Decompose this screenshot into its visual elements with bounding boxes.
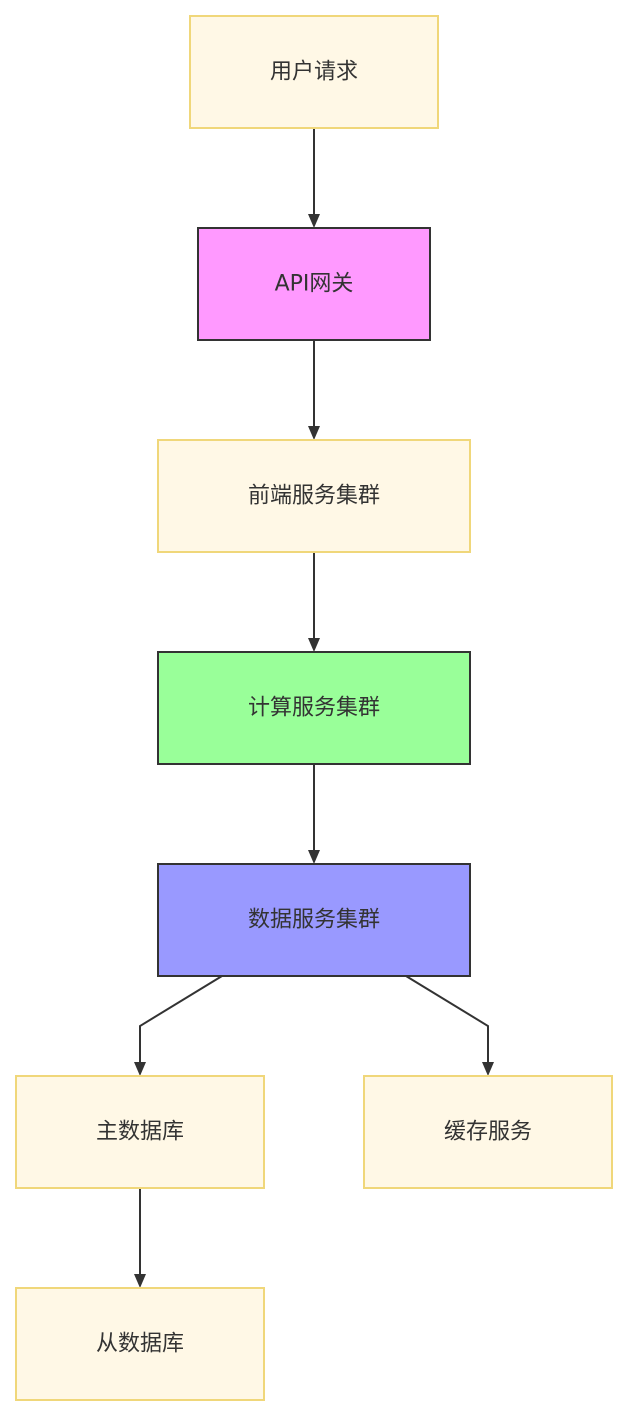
arrowhead-icon <box>308 214 320 228</box>
arrowhead-icon <box>482 1062 494 1076</box>
node-compute-cluster: 计算服务集群 <box>157 651 471 765</box>
node-box <box>363 1075 613 1189</box>
node-frontend-cluster: 前端服务集群 <box>157 439 471 553</box>
edge-user-request-to-api-gateway <box>308 128 320 228</box>
node-label: 主数据库 <box>96 1120 184 1145</box>
node-label: API网关 <box>275 272 354 297</box>
node-label: 缓存服务 <box>444 1120 532 1145</box>
edge-data-cluster-to-cache-service <box>405 975 494 1076</box>
node-replica-db: 从数据库 <box>15 1287 265 1401</box>
edge-frontend-cluster-to-compute-cluster <box>308 552 320 652</box>
edge-line <box>405 975 489 1062</box>
arrowhead-icon <box>134 1062 146 1076</box>
edge-api-gateway-to-frontend-cluster <box>308 340 320 440</box>
node-label: 计算服务集群 <box>248 696 380 721</box>
node-label: 数据服务集群 <box>248 908 380 933</box>
node-user-request: 用户请求 <box>189 15 439 129</box>
node-label: 从数据库 <box>96 1332 184 1357</box>
node-label: 用户请求 <box>270 60 358 85</box>
node-box <box>189 15 439 129</box>
node-api-gateway: API网关 <box>197 227 431 341</box>
node-box <box>157 651 471 765</box>
node-box <box>197 227 431 341</box>
node-box <box>15 1287 265 1401</box>
node-box <box>157 863 471 977</box>
edge-primary-db-to-replica-db <box>134 1188 146 1288</box>
arrowhead-icon <box>308 426 320 440</box>
edges-layer <box>134 128 494 1288</box>
arrowhead-icon <box>134 1274 146 1288</box>
node-label: 前端服务集群 <box>248 484 380 509</box>
node-cache-service: 缓存服务 <box>363 1075 613 1189</box>
node-box <box>15 1075 265 1189</box>
edge-line <box>139 975 223 1062</box>
node-box <box>157 439 471 553</box>
edge-compute-cluster-to-data-cluster <box>308 764 320 864</box>
node-primary-db: 主数据库 <box>15 1075 265 1189</box>
arrowhead-icon <box>308 638 320 652</box>
arrowhead-icon <box>308 850 320 864</box>
edge-data-cluster-to-primary-db <box>134 975 223 1076</box>
node-data-cluster: 数据服务集群 <box>157 863 471 977</box>
